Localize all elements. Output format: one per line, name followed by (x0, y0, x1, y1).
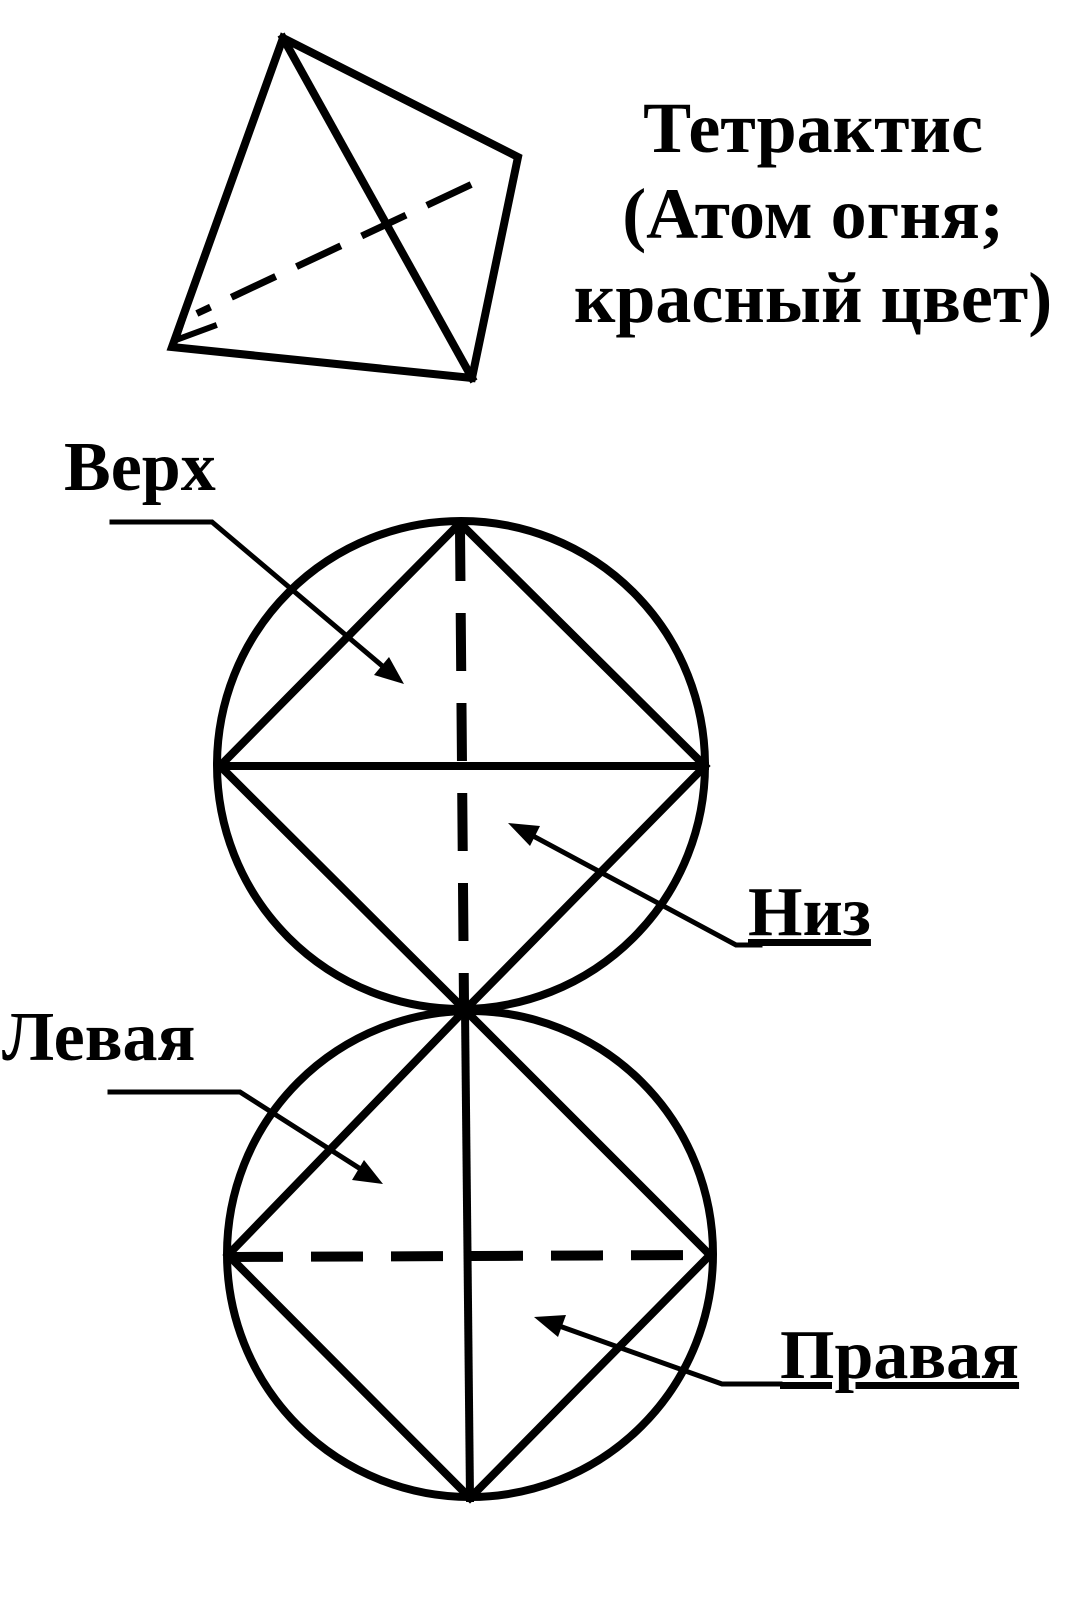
label-bottom-arrow-head (508, 823, 540, 846)
label-bottom-group: Низ (508, 823, 871, 951)
tetrahedron-front-edge (277, 32, 478, 384)
label-left-arrow-head (352, 1160, 383, 1184)
label-right-group: Правая (534, 1315, 1019, 1394)
lower-horizontal-dashed-axis (230, 1249, 710, 1263)
label-left: Левая (2, 999, 195, 1076)
label-left-group: Левая (2, 999, 383, 1184)
tetrahedron-hidden-edge (195, 181, 473, 317)
label-top: Верх (64, 429, 216, 506)
upper-circle-figure (213, 517, 711, 1016)
lower-vertical-axis (460, 1005, 475, 1503)
tetrahedron-figure (166, 32, 523, 384)
title-block: Тетрактис (Атом огня; красный цвет) (574, 88, 1052, 338)
label-bottom: Низ (748, 874, 871, 951)
label-top-group: Верх (64, 429, 404, 684)
title-line-3: красный цвет) (574, 258, 1052, 338)
label-right-leader (544, 1318, 783, 1387)
label-right-arrow-head (534, 1315, 566, 1337)
lower-circle-figure (222, 1004, 717, 1504)
label-right: Правая (780, 1317, 1019, 1394)
title-line-1: Тетрактис (643, 88, 983, 168)
label-top-arrow-head (374, 657, 404, 684)
tetrahedron-arrow-head (171, 294, 218, 345)
title-line-2: (Атом огня; (622, 174, 1004, 254)
tetrahedron-outline (166, 32, 523, 383)
label-top-leader (109, 519, 397, 679)
label-bottom-leader (518, 826, 763, 948)
upper-vertical-dashed-axis (454, 522, 470, 1010)
label-left-leader (107, 1089, 374, 1179)
